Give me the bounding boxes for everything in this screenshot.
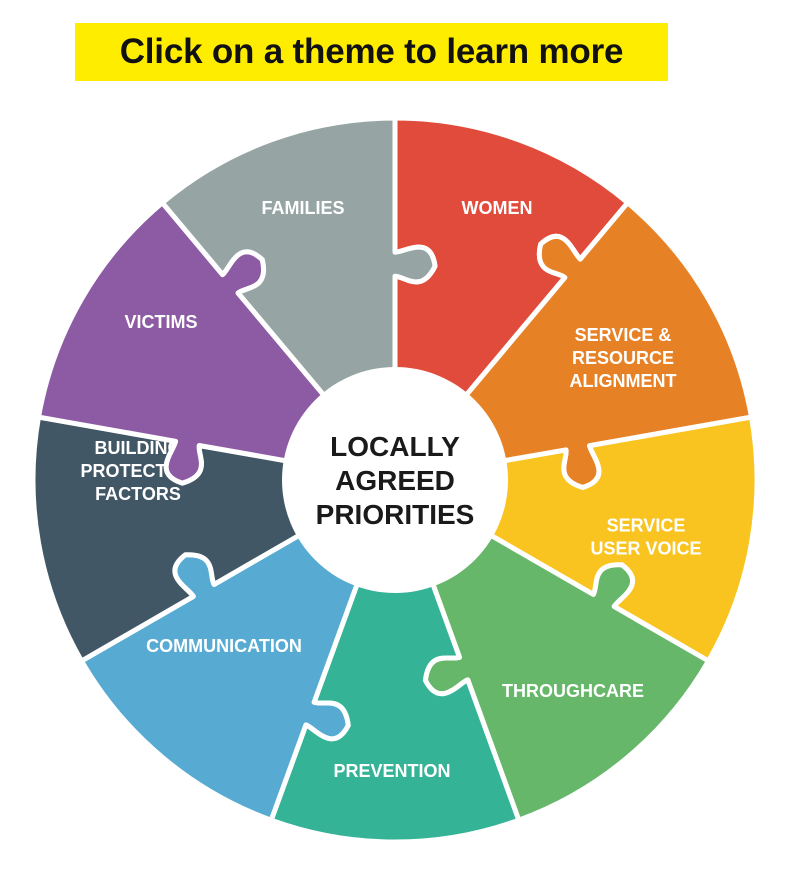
puzzle-piece-families[interactable] — [159, 115, 438, 399]
instruction-text: Click on a theme to learn more — [119, 32, 624, 71]
theme-label-families[interactable]: FAMILIES — [261, 198, 344, 218]
theme-label-victims[interactable]: VICTIMS — [124, 312, 197, 332]
instruction-banner: Click on a theme to learn more — [75, 23, 668, 81]
theme-label-prevention[interactable]: PREVENTION — [333, 761, 450, 781]
theme-label-women[interactable]: WOMEN — [462, 198, 533, 218]
center-disc — [282, 367, 508, 593]
theme-label-throughcare[interactable]: THROUGHCARE — [502, 681, 644, 701]
theme-label-communication[interactable]: COMMUNICATION — [146, 636, 302, 656]
theme-segment-families[interactable]: FAMILIES — [159, 115, 438, 399]
